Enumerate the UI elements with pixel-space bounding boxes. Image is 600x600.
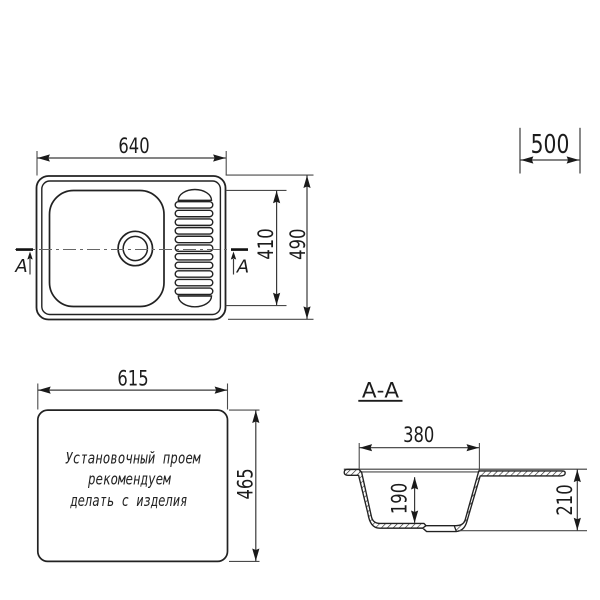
dim-410-text: 410 (255, 228, 278, 259)
section-title: А-А (362, 378, 399, 403)
dim-210: 210 (458, 469, 587, 532)
dim-640: 640 (36, 135, 227, 176)
dim-615-text: 615 (117, 368, 148, 391)
dim-615: 615 (37, 368, 229, 410)
cabinet-width-callout: 500 (519, 127, 581, 174)
dim-190-text: 190 (389, 483, 412, 514)
dim-410: 410 (225, 189, 287, 307)
section-label-right: A (236, 257, 249, 278)
dim-490: 490 (225, 174, 314, 320)
drain-outer-circle (117, 230, 154, 267)
drainboard-ribs (174, 188, 214, 308)
cutout-note-line-3: делать с изделия (70, 492, 188, 510)
dim-380-text: 380 (403, 424, 434, 447)
cutout-rect (36, 409, 229, 563)
drain-inner-circle (122, 235, 149, 262)
sink-outer-edge (35, 175, 227, 321)
dim-380: 380 (358, 424, 480, 471)
sink-rim-inner-edge (41, 180, 222, 316)
cabinet-width-text: 500 (531, 129, 570, 159)
cutout-note-line-1: Установочный проем (65, 450, 201, 468)
section-cut-line: A A (14, 248, 249, 278)
section-view: А-А 380 190 (343, 378, 587, 533)
dim-640-text: 640 (118, 135, 149, 158)
dim-465: 465 (229, 409, 260, 562)
cutout-view: Установочный проем рекомендуем делать с … (36, 368, 260, 563)
dim-465-text: 465 (235, 468, 258, 499)
section-label-left: A (14, 256, 27, 277)
dim-190: 190 (389, 477, 419, 523)
sink-bowl (48, 189, 165, 308)
top-view: A A 640 410 490 (14, 135, 314, 321)
dim-490-text: 490 (287, 229, 310, 260)
section-metal-profile (343, 468, 566, 533)
cutout-note-line-2: рекомендуем (87, 471, 172, 489)
dim-210-text: 210 (554, 484, 577, 515)
drain-pocket (422, 525, 458, 533)
